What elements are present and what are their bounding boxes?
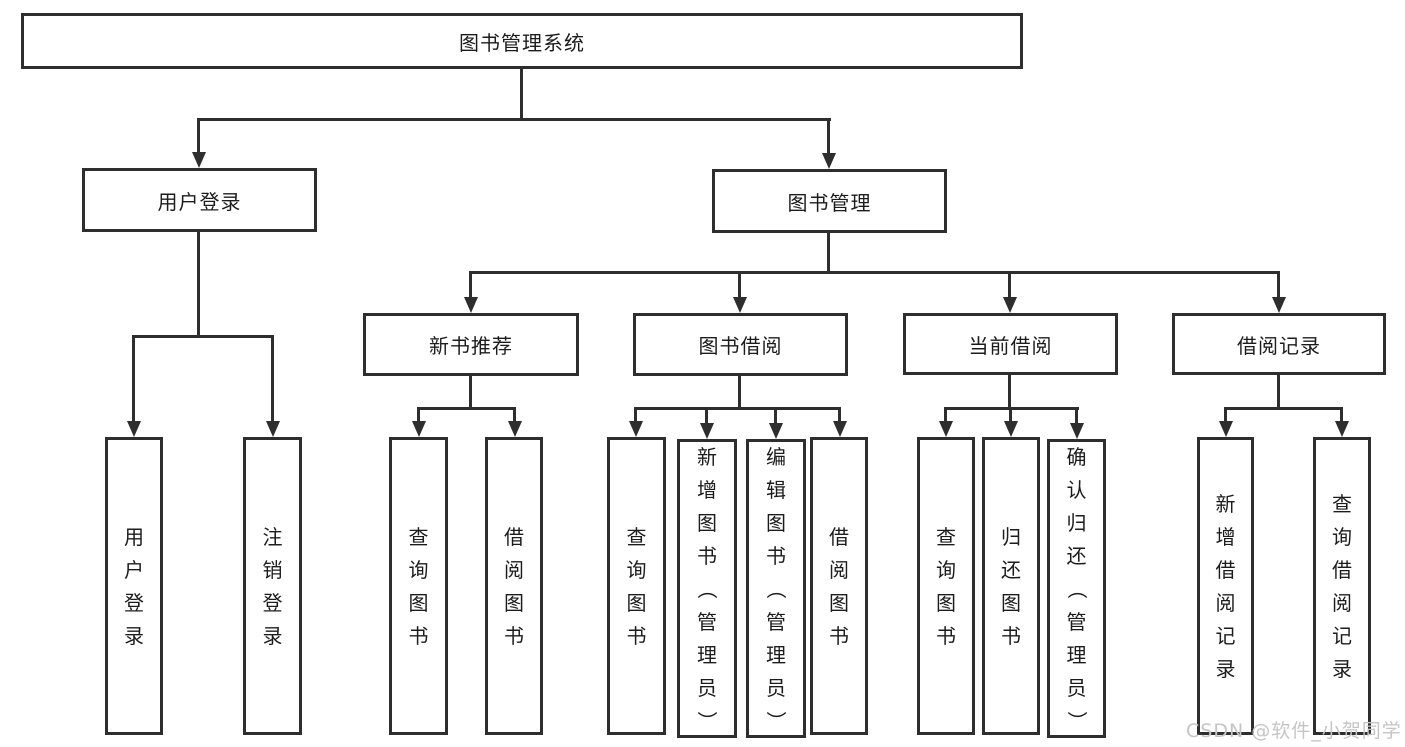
connector-drop-leaf-login <box>132 335 135 423</box>
arrow-confirm-return <box>1070 423 1084 439</box>
arrow-current-borrow <box>1003 297 1017 313</box>
arrow-leaf-login <box>127 421 141 437</box>
leaf-confirm-return-admin: 确认归还（管理员） <box>1047 439 1106 738</box>
arrow-borrow-records <box>1272 297 1286 313</box>
connector-user-login-rail <box>132 335 274 338</box>
leaf-borrow-books-2-label: 借阅图书 <box>829 524 849 648</box>
node-new-book-recommend-label: 新书推荐 <box>429 334 513 358</box>
connector-book-borrow-rail <box>634 407 841 410</box>
connector-current-borrow-stem <box>1008 375 1011 410</box>
node-borrow-records-label: 借阅记录 <box>1237 333 1321 358</box>
leaf-query-books-current: 查询图书 <box>917 437 975 735</box>
connector-drop-query-record <box>1340 407 1343 423</box>
leaf-confirm-return-admin-label: 确认归还（管理员） <box>1064 444 1089 731</box>
connector-borrow-records-rail <box>1224 407 1343 410</box>
leaf-user-login: 用户登录 <box>105 437 163 735</box>
leaf-query-books-borrow-label: 查询图书 <box>626 524 647 648</box>
leaf-edit-book-admin: 编辑图书（管理员） <box>746 439 806 738</box>
connector-root-stem <box>520 69 523 121</box>
connector-drop-query-books-3 <box>944 407 947 423</box>
leaf-add-book-admin: 新增图书（管理员） <box>677 439 737 738</box>
arrow-leaf-logout <box>266 421 280 437</box>
leaf-logout: 注销登录 <box>243 437 302 735</box>
node-book-borrow: 图书借阅 <box>633 313 848 376</box>
leaf-borrow-books-recommend: 借阅图书 <box>485 437 543 735</box>
leaf-add-borrow-record: 新增借阅记录 <box>1197 437 1254 735</box>
connector-drop-add-record <box>1224 407 1227 423</box>
connector-drop-borrow-books-2 <box>838 407 841 423</box>
arrow-book-borrow <box>733 297 747 313</box>
connector-book-borrow-stem <box>738 376 741 410</box>
leaf-logout-label: 注销登录 <box>262 524 283 648</box>
node-borrow-records: 借阅记录 <box>1172 313 1386 375</box>
node-root: 图书管理系统 <box>21 13 1023 69</box>
connector-drop-query-books-1 <box>417 407 420 423</box>
node-user-login: 用户登录 <box>82 168 317 232</box>
csdn-watermark: CSDN @软件_小贺同学 <box>1186 720 1402 742</box>
leaf-add-book-admin-label: 新增图书（管理员） <box>695 444 719 731</box>
arrow-query-record <box>1335 421 1349 437</box>
leaf-borrow-books-2: 借阅图书 <box>810 437 868 735</box>
arrow-query-books-2 <box>629 421 643 437</box>
connector-new-recommend-rail <box>417 407 516 410</box>
connector-drop-book-borrow <box>738 271 741 299</box>
arrow-borrow-books-1 <box>508 421 522 437</box>
connector-new-recommend-stem <box>469 376 472 410</box>
connector-user-login-stem <box>197 232 200 338</box>
connector-drop-leaf-logout <box>271 335 274 423</box>
leaf-query-borrow-record-label: 查询借阅记录 <box>1332 491 1352 681</box>
node-new-book-recommend: 新书推荐 <box>363 313 579 376</box>
leaf-return-book: 归还图书 <box>982 437 1040 735</box>
arrow-return-book <box>1004 421 1018 437</box>
node-current-borrow: 当前借阅 <box>903 313 1118 375</box>
node-book-management-label: 图书管理 <box>787 190 872 215</box>
node-current-borrow-label: 当前借阅 <box>968 333 1053 358</box>
node-root-label: 图书管理系统 <box>459 30 585 55</box>
arrow-query-books-1 <box>412 421 426 437</box>
arrow-query-books-3 <box>939 421 953 437</box>
connector-drop-book-management <box>827 118 830 155</box>
arrow-new-book-recommend <box>464 297 478 313</box>
connector-drop-user-login <box>197 118 200 154</box>
connector-drop-new-book-recommend <box>469 271 472 299</box>
node-book-borrow-label: 图书借阅 <box>698 334 783 358</box>
connector-book-management-stem <box>827 233 830 274</box>
connector-drop-return-book <box>1009 407 1012 423</box>
leaf-query-books-recommend-label: 查询图书 <box>408 524 429 648</box>
arrow-edit-book <box>769 423 783 439</box>
connector-drop-confirm-return <box>1075 407 1078 425</box>
arrow-book-management <box>822 153 836 169</box>
connector-drop-edit-book <box>774 407 777 425</box>
connector-level3-rail <box>469 271 1280 274</box>
connector-borrow-records-stem <box>1277 375 1280 410</box>
arrow-add-book <box>700 423 714 439</box>
connector-drop-borrow-records <box>1277 271 1280 299</box>
connector-drop-borrow-books-1 <box>513 407 516 423</box>
leaf-query-books-recommend: 查询图书 <box>389 437 448 735</box>
arrow-user-login <box>192 152 206 168</box>
arrow-borrow-books-2 <box>833 421 847 437</box>
leaf-edit-book-admin-label: 编辑图书（管理员） <box>764 444 788 731</box>
leaf-query-books-borrow: 查询图书 <box>607 437 666 735</box>
connector-drop-add-book <box>705 407 708 425</box>
leaf-query-books-current-label: 查询图书 <box>936 524 956 648</box>
leaf-add-borrow-record-label: 新增借阅记录 <box>1215 491 1236 681</box>
node-user-login-label: 用户登录 <box>157 189 242 214</box>
leaf-user-login-label: 用户登录 <box>124 524 144 648</box>
leaf-borrow-books-recommend-label: 借阅图书 <box>504 524 524 648</box>
leaf-query-borrow-record: 查询借阅记录 <box>1313 437 1371 735</box>
leaf-return-book-label: 归还图书 <box>1001 524 1021 648</box>
connector-drop-current-borrow <box>1008 271 1011 299</box>
node-book-management: 图书管理 <box>712 169 947 233</box>
connector-level2-rail <box>197 118 831 121</box>
connector-drop-query-books-2 <box>634 407 637 423</box>
arrow-add-record <box>1219 421 1233 437</box>
